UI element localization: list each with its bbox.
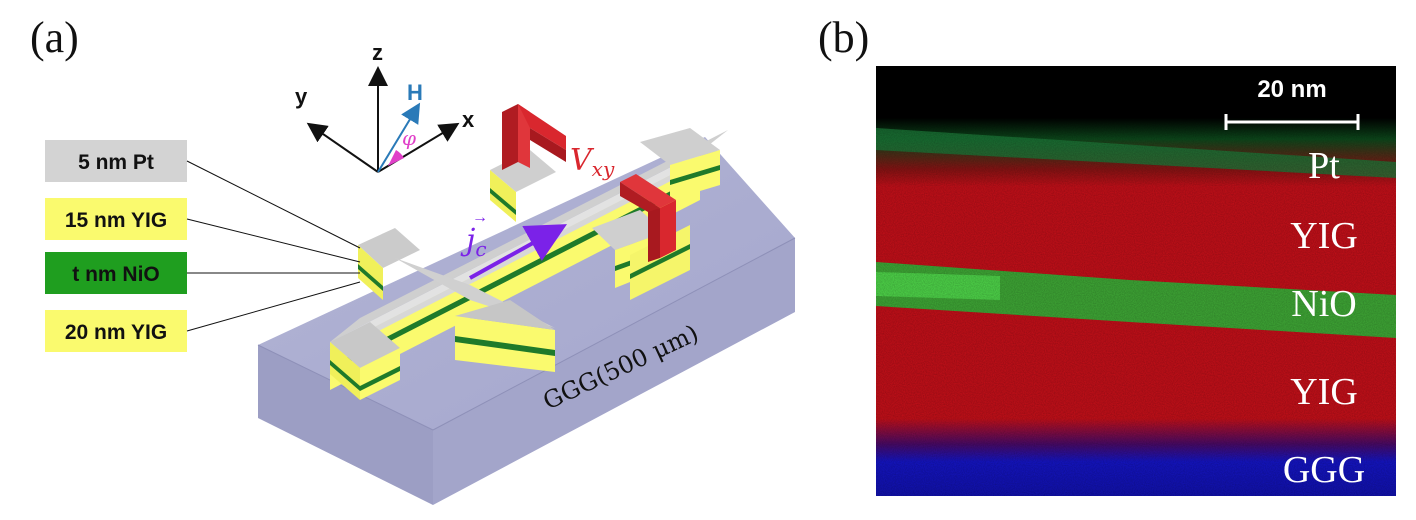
legend-text-nio: t nm NiO xyxy=(72,263,160,286)
x-axis-label: x xyxy=(462,107,475,132)
y-axis-label: y xyxy=(295,84,308,109)
phi-angle xyxy=(388,150,404,166)
legend-box-nio xyxy=(45,252,187,294)
coordinate-axes: z y x H φ xyxy=(295,40,475,173)
phi-label: φ xyxy=(402,126,416,150)
tem-label-yig-bottom: YIG xyxy=(1290,371,1358,413)
current-arrow xyxy=(469,224,567,280)
y-axis xyxy=(306,122,379,173)
panel-b: 20 nm Pt YIG NiO YIG GGG xyxy=(876,66,1396,496)
voltage-contacts xyxy=(502,104,676,262)
panel-a: Vxy jc → GGG(500 μm) z y x H φ 5 nm Pt xyxy=(45,40,796,505)
tem-label-yig-top: YIG xyxy=(1290,215,1358,257)
h-field-label: H xyxy=(407,80,423,105)
panel-b-label: (b) xyxy=(818,13,869,62)
hall-bar-device xyxy=(330,128,728,400)
current-vector-arrow: → xyxy=(472,209,488,226)
legend-text-yig-bottom: 20 nm YIG xyxy=(65,321,167,344)
tem-label-pt: Pt xyxy=(1308,145,1340,187)
legend-box-pt xyxy=(45,140,187,182)
panel-a-label: (a) xyxy=(30,13,79,62)
z-axis-label: z xyxy=(372,40,383,65)
layer-legend: 5 nm Pt 15 nm YIG t nm NiO 20 nm YIG xyxy=(45,140,361,352)
legend-box-yig-bottom xyxy=(45,310,187,352)
legend-text-yig-top: 15 nm YIG xyxy=(65,209,167,232)
voltage-label: Vxy xyxy=(570,143,615,181)
legend-box-yig-top xyxy=(45,198,187,240)
h-field-arrow xyxy=(377,102,421,173)
tem-label-ggg: GGG xyxy=(1283,449,1365,491)
scale-bar-label: 20 nm xyxy=(1257,76,1326,103)
tem-label-nio: NiO xyxy=(1291,283,1356,325)
legend-text-pt: 5 nm Pt xyxy=(78,151,154,174)
